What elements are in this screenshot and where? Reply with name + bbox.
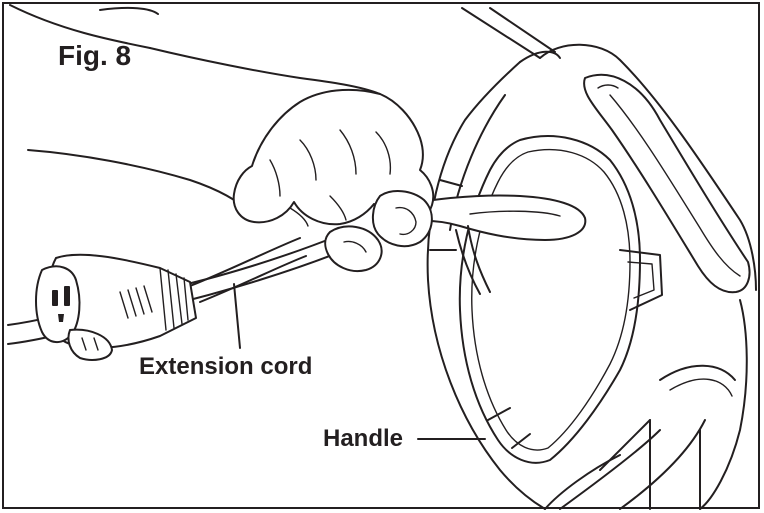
figure-title: Fig. 8	[58, 40, 132, 71]
handle-label: Handle	[323, 425, 404, 452]
extension-cord-leader-line	[233, 283, 241, 349]
extension-cord	[7, 194, 587, 361]
extension-cord-label: Extension cord	[139, 353, 313, 380]
handle-frame	[426, 61, 663, 510]
machine-body	[99, 6, 757, 510]
hand	[9, 4, 435, 272]
